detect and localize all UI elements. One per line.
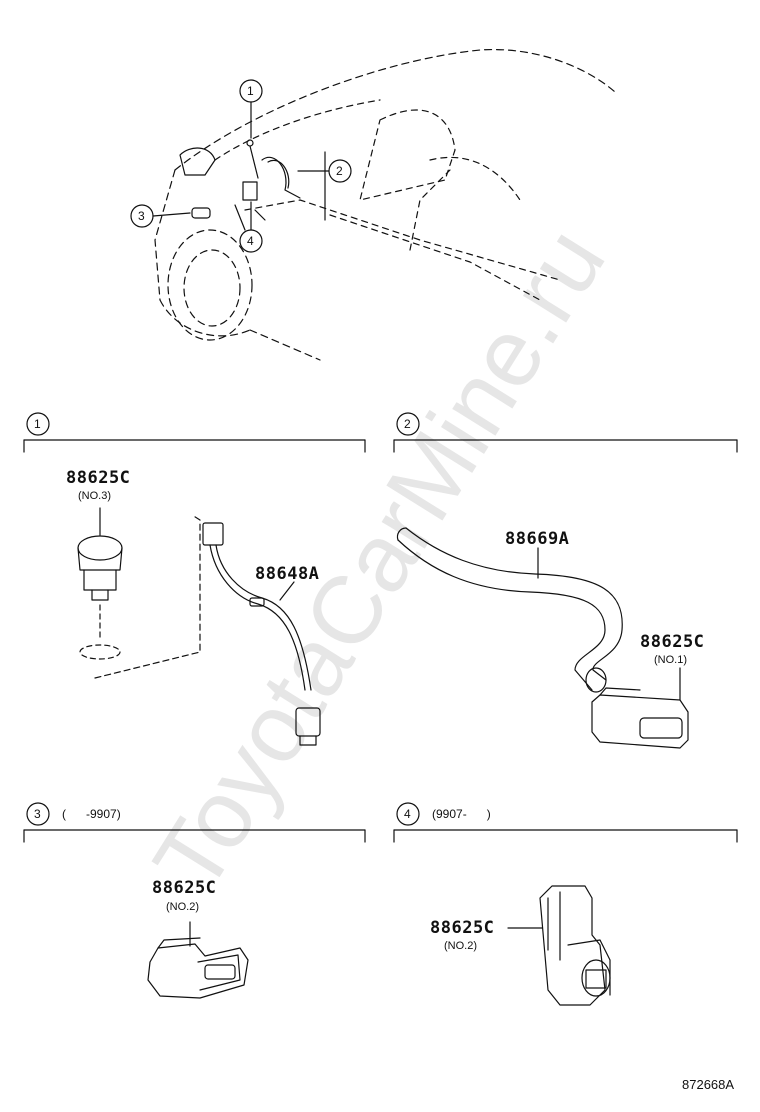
overview-callout-4: 4 — [247, 234, 254, 248]
part-note-no2-b: (NO.2) — [444, 940, 477, 952]
section-4-drawing — [507, 885, 611, 1006]
car-overview-drawing — [154, 48, 616, 361]
overview-callout-3: 3 — [138, 209, 145, 223]
section-headers — [23, 412, 738, 843]
section-4-number: 4 — [404, 807, 411, 821]
part-note-no1: (NO.1) — [654, 654, 687, 666]
part-code-88625c-no2-b: 88625C — [430, 918, 495, 938]
section-2-drawing — [396, 527, 689, 749]
section-1-number: 1 — [34, 417, 41, 431]
part-code-88625c-no1: 88625C — [640, 632, 705, 652]
part-code-88625c-no3: 88625C — [66, 468, 131, 488]
section-3-range: ( -9907) — [62, 807, 121, 821]
part-code-88669a: 88669A — [505, 529, 570, 549]
diagram-code: 872668A — [682, 1077, 735, 1092]
section-4-range: (9907- ) — [432, 807, 491, 821]
part-code-88648a: 88648A — [255, 564, 320, 584]
overview-callout-2: 2 — [336, 164, 343, 178]
part-code-88625c-no2-a: 88625C — [152, 878, 217, 898]
section-3-number: 3 — [34, 807, 41, 821]
section-2-number: 2 — [404, 417, 411, 431]
overview-callouts — [130, 79, 352, 253]
overview-callout-1: 1 — [247, 84, 254, 98]
section-3-drawing — [147, 921, 249, 999]
section-1-drawing — [77, 507, 321, 746]
part-note-no2-a: (NO.2) — [166, 901, 199, 913]
part-note-no3: (NO.3) — [78, 490, 111, 502]
